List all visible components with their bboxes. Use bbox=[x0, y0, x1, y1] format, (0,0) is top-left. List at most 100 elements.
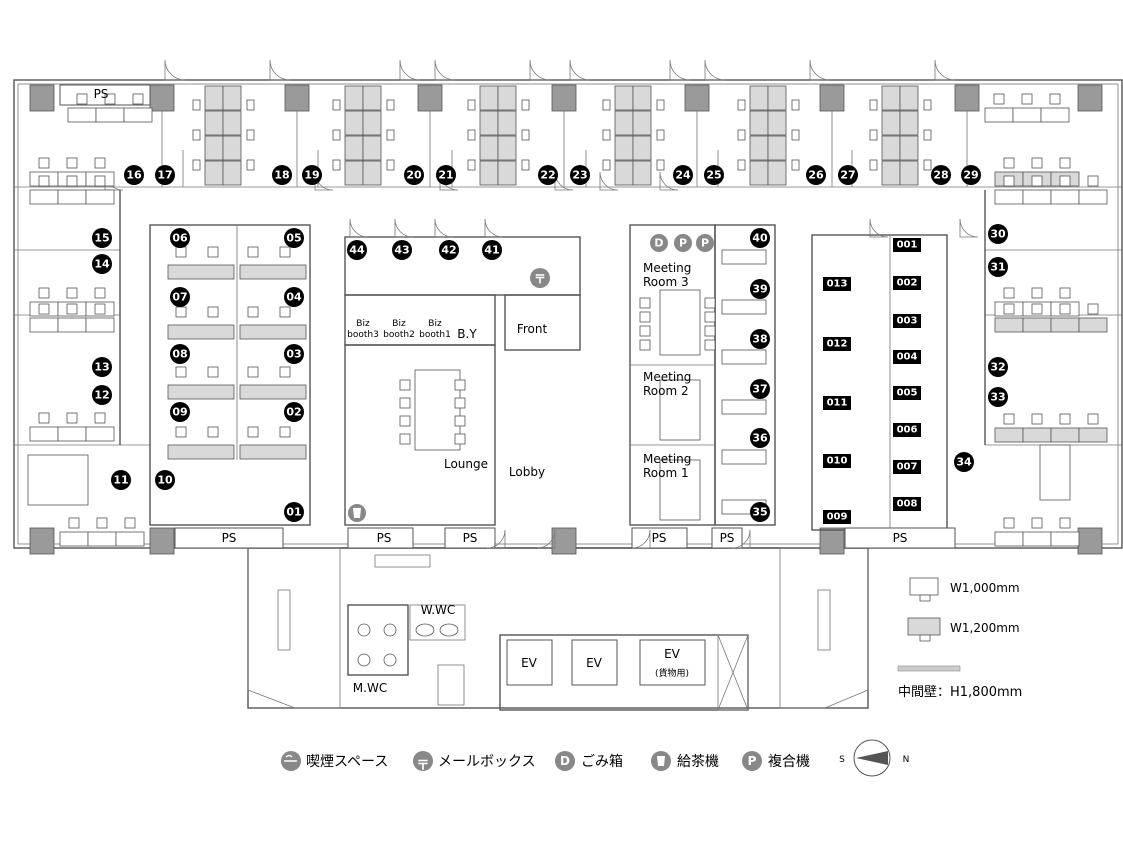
office-number: 31 bbox=[990, 261, 1005, 274]
office-badge-35: 35 bbox=[750, 502, 770, 522]
office-number: 22 bbox=[540, 169, 555, 182]
locker-number: 008 bbox=[897, 499, 918, 510]
office-badge-32: 32 bbox=[988, 357, 1008, 377]
office-number: 43 bbox=[394, 244, 409, 257]
compass-south: S bbox=[839, 755, 845, 765]
service-glyph: P bbox=[701, 237, 709, 250]
office-badge-25: 25 bbox=[704, 165, 724, 185]
elevator-2 bbox=[571, 639, 618, 686]
office-number: 20 bbox=[406, 169, 422, 182]
desk-legend: W1,000mm W1,200mm 中間壁：H1,800mm bbox=[897, 577, 1022, 700]
locker-badge-005: 005 bbox=[893, 386, 921, 400]
partition-wall-label: 中間壁：H1,800mm bbox=[898, 685, 1022, 700]
mens-wc-label: M.WC bbox=[353, 681, 387, 695]
office-badge-44: 44 bbox=[347, 240, 367, 260]
locker-number: 012 bbox=[827, 339, 848, 350]
office-badge-22: 22 bbox=[538, 165, 558, 185]
lobby-label: Lobby bbox=[509, 465, 545, 479]
locker-badge-004: 004 bbox=[893, 350, 921, 364]
office-number: 13 bbox=[94, 361, 109, 374]
office-badge-21: 21 bbox=[436, 165, 456, 185]
column bbox=[819, 527, 845, 555]
office-badge-36: 36 bbox=[750, 428, 770, 448]
mailbox-icon bbox=[413, 751, 433, 771]
office-badge-41: 41 bbox=[482, 240, 502, 260]
compass-north: N bbox=[903, 755, 910, 765]
trash-icon: D bbox=[650, 234, 668, 252]
copier-glyph: P bbox=[748, 754, 757, 768]
office-badge-33: 33 bbox=[988, 387, 1008, 407]
locker-number: 007 bbox=[897, 462, 918, 473]
office-number: 14 bbox=[94, 258, 110, 271]
office-number: 32 bbox=[990, 361, 1005, 374]
column bbox=[29, 84, 55, 112]
locker-number: 002 bbox=[897, 278, 918, 289]
trash-text: ごみ箱 bbox=[581, 754, 623, 770]
ps-label: PS bbox=[893, 531, 908, 545]
office-number: 41 bbox=[484, 244, 499, 257]
column bbox=[1077, 527, 1103, 555]
office-number: 28 bbox=[933, 169, 948, 182]
ev-cargo-sublabel: (貨物用) bbox=[655, 667, 689, 679]
office-badge-27: 27 bbox=[838, 165, 858, 185]
column bbox=[954, 84, 980, 112]
locker-badge-003: 003 bbox=[893, 314, 921, 328]
office-badge-39: 39 bbox=[750, 279, 770, 299]
locker-badge-002: 002 bbox=[893, 276, 921, 290]
icon-legend: 喫煙スペース 〒 メールボックス D ごみ箱 給茶機 P 複合機 S N bbox=[281, 739, 910, 777]
by-label: B.Y bbox=[457, 327, 477, 341]
elevator-1 bbox=[506, 639, 553, 686]
office-number: 44 bbox=[349, 244, 365, 257]
service-glyph: P bbox=[679, 237, 687, 250]
column bbox=[551, 527, 577, 555]
office-number: 25 bbox=[706, 169, 721, 182]
office-number: 03 bbox=[286, 348, 301, 361]
office-badge-06: 06 bbox=[170, 228, 190, 248]
locker-number: 006 bbox=[897, 425, 918, 436]
ps-label: PS bbox=[652, 531, 667, 545]
office-number: 38 bbox=[752, 333, 767, 346]
copier-icon: P bbox=[696, 234, 714, 252]
office-badge-38: 38 bbox=[750, 329, 770, 349]
office-badge-30: 30 bbox=[988, 224, 1008, 244]
tea-server-text: 給茶機 bbox=[677, 754, 719, 770]
ps-label: PS bbox=[94, 87, 109, 101]
central-block bbox=[27, 84, 1071, 549]
office-badge-03: 03 bbox=[284, 344, 304, 364]
office-badge-34: 34 bbox=[954, 452, 974, 472]
office-badge-37: 37 bbox=[750, 379, 770, 399]
office-badge-11: 11 bbox=[111, 470, 131, 490]
restrooms bbox=[277, 554, 831, 711]
column bbox=[684, 84, 710, 112]
office-number: 19 bbox=[304, 169, 319, 182]
office-badge-23: 23 bbox=[570, 165, 590, 185]
office-number: 12 bbox=[94, 389, 109, 402]
locker-badge-001: 001 bbox=[893, 238, 921, 252]
ps-label: PS bbox=[377, 531, 392, 545]
column bbox=[29, 527, 55, 555]
smoking-area-text: 喫煙スペース bbox=[306, 754, 388, 770]
copier-icon bbox=[742, 751, 762, 771]
office-badge-17: 17 bbox=[155, 165, 175, 185]
office-number: 07 bbox=[172, 291, 187, 304]
ps-label: PS bbox=[222, 531, 237, 545]
office-badge-26: 26 bbox=[806, 165, 826, 185]
office-badge-14: 14 bbox=[92, 254, 112, 274]
office-number: 11 bbox=[113, 474, 128, 487]
office-badge-40: 40 bbox=[750, 228, 770, 248]
locker-number: 004 bbox=[897, 352, 918, 363]
ps-label: PS bbox=[463, 531, 478, 545]
office-number: 02 bbox=[286, 406, 301, 419]
office-number: 16 bbox=[126, 169, 142, 182]
office-badge-16: 16 bbox=[124, 165, 144, 185]
column bbox=[819, 84, 845, 112]
elevator-cargo bbox=[639, 639, 706, 686]
locker-number: 011 bbox=[827, 398, 848, 409]
